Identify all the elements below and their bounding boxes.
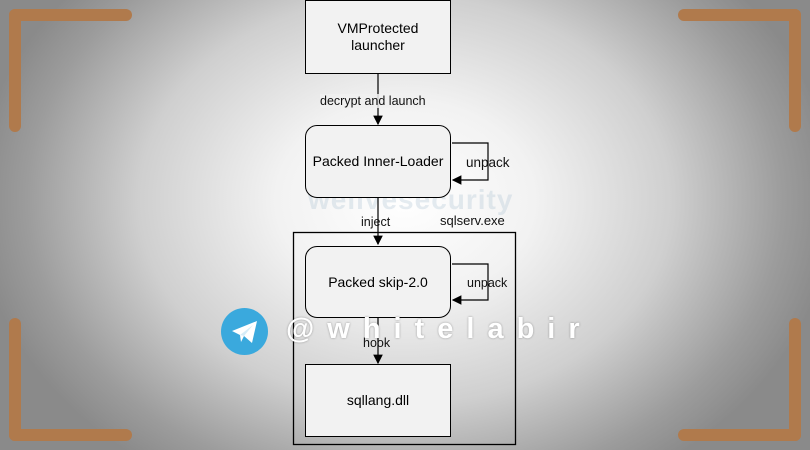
node-vmprotected-launcher: VMProtected launcher (305, 0, 451, 74)
edge-label-decrypt-and-launch: decrypt and launch (320, 94, 426, 108)
process-container (292, 231, 517, 446)
edge-label-hook: hook (363, 336, 391, 350)
container-label-sqlserv: sqlserv.exe (440, 213, 505, 228)
paper-plane-icon (231, 320, 257, 343)
edge-unpack-loop-1 (451, 142, 489, 185)
edge-label-unpack-1: unpack (466, 155, 510, 170)
node-vmprotected-launcher-label: VMProtected launcher (337, 20, 419, 53)
edge-label-unpack-2: unpack (467, 276, 508, 290)
node-packed-skip: Packed skip-2.0 (305, 246, 451, 318)
node-sqllang-dll: sqllang.dll (305, 364, 451, 437)
node-packed-inner-loader-label: Packed Inner-Loader (312, 153, 444, 169)
node-packed-inner-loader: Packed Inner-Loader (305, 125, 451, 198)
telegram-icon (221, 308, 268, 355)
edge-unpack-loop-2 (451, 263, 489, 305)
channel-handle: @whitelabir (286, 313, 593, 345)
edge-label-inject: inject (361, 215, 391, 229)
node-packed-skip-label: Packed skip-2.0 (328, 273, 428, 290)
node-sqllang-dll-label: sqllang.dll (346, 392, 410, 408)
